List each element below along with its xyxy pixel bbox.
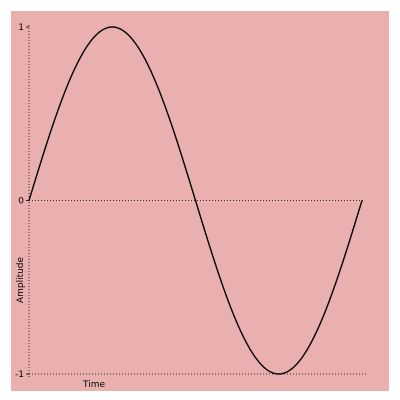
y-tick-label: 1 <box>18 23 24 33</box>
y-tick-group: 1 0 -1 <box>15 23 29 380</box>
series-line-sine <box>28 26 363 375</box>
y-tick-label: 0 <box>18 197 24 207</box>
y-axis-label: Amplitude <box>16 256 26 303</box>
y-tick-label: -1 <box>15 370 24 380</box>
plot-background <box>11 11 389 391</box>
x-axis-label: Time <box>82 380 105 390</box>
